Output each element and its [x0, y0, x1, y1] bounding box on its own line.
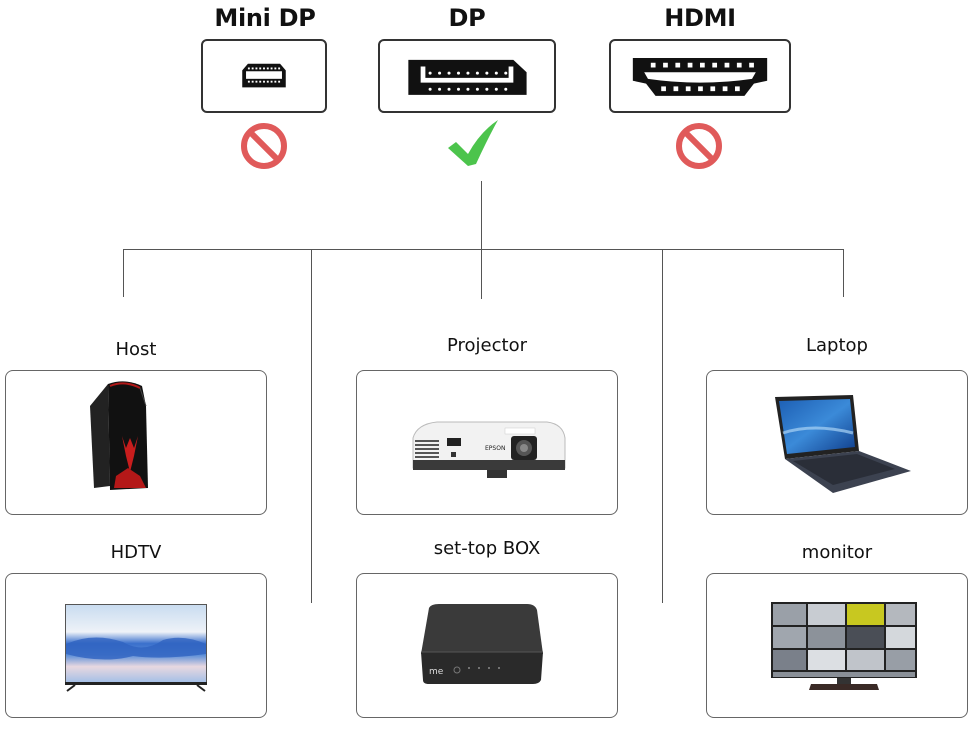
- laptop-icon: [775, 395, 911, 493]
- branch-laptop: [843, 249, 844, 297]
- checkmark-icon: [448, 120, 498, 166]
- branch-right-column: [662, 249, 663, 603]
- branch-bar: [123, 249, 844, 250]
- desktop-tower-icon: [90, 381, 148, 490]
- prohibited-icon: [676, 123, 722, 169]
- branch-left-column: [311, 249, 312, 603]
- device-label-host: Host: [115, 339, 157, 360]
- device-label-projector: Projector: [447, 335, 527, 356]
- hdmi-connector-icon: [632, 58, 768, 96]
- monitor-icon: [771, 602, 917, 690]
- device-card-laptop: [706, 370, 968, 515]
- mini-dp-port-box: [201, 39, 327, 113]
- device-label-set-top-box: set-top BOX: [433, 538, 541, 559]
- set-top-box-brand-text: me: [429, 667, 444, 677]
- projector-icon: EPSON: [412, 421, 566, 478]
- prohibited-icon: [241, 123, 287, 169]
- trunk-line: [481, 181, 482, 249]
- device-card-host: [5, 370, 267, 515]
- branch-projector: [481, 249, 482, 299]
- device-label-hdtv: HDTV: [110, 542, 162, 563]
- port-title-hdmi: HDMI: [664, 4, 736, 32]
- tv-icon: [65, 604, 207, 692]
- device-card-hdtv: [5, 573, 267, 718]
- set-top-box-icon: me: [421, 604, 543, 684]
- device-label-laptop: Laptop: [806, 335, 868, 356]
- mini-dp-connector-icon: [242, 63, 286, 88]
- device-label-monitor: monitor: [801, 542, 873, 563]
- port-title-dp: DP: [448, 4, 486, 32]
- dp-port-box: [378, 39, 556, 113]
- device-card-projector: EPSON: [356, 370, 618, 515]
- branch-host: [123, 249, 124, 297]
- device-card-monitor: [706, 573, 968, 718]
- dp-connector-icon: [408, 59, 527, 95]
- hdmi-port-box: [609, 39, 791, 113]
- port-title-mini-dp: Mini DP: [214, 4, 316, 32]
- device-card-set-top-box: me: [356, 573, 618, 718]
- projector-brand-text: EPSON: [485, 445, 505, 452]
